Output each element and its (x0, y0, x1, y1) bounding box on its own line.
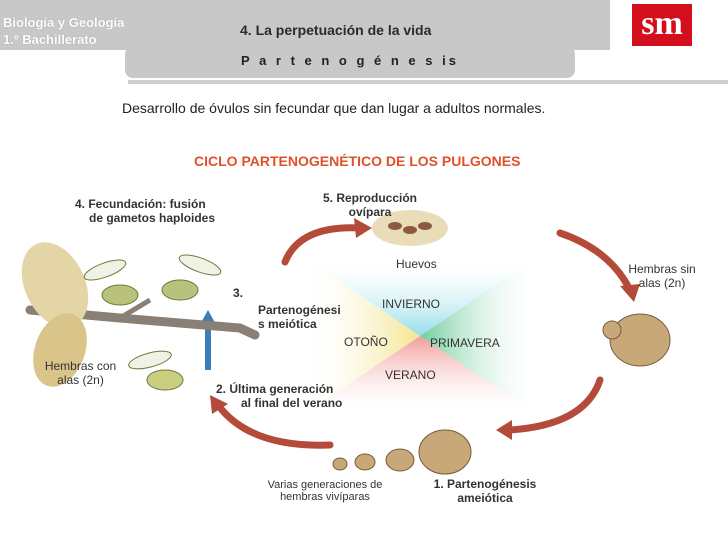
subject-label: Biología y Geología 1.º Bachillerato (3, 14, 124, 48)
season-spring: PRIMAVERA (430, 336, 500, 350)
wingless-line1: Hembras sin (628, 262, 696, 276)
aphid-winged-pair (83, 254, 222, 306)
generations-line1: Varias generaciones de (267, 479, 383, 491)
cycle-title: CICLO PARTENOGENÉTICO DE LOS PULGONES (194, 153, 521, 169)
winter-quadrant (310, 262, 530, 336)
logo-mark: sm (632, 4, 692, 46)
stage-1-label: 1. Partenogénesis ameiótica (415, 477, 555, 505)
branch-illustration (21, 242, 260, 387)
stage-2-line2: al final del verano (241, 396, 343, 410)
stage-3-line2: s meiótica (258, 317, 317, 331)
header-bar (0, 0, 728, 50)
slide-title: P a r t e n o g é n e s is (125, 46, 575, 78)
stage-4-line1: 4. Fecundación: fusión (75, 197, 206, 211)
autumn-quadrant (310, 262, 420, 410)
stage-2-line1: 2. Última generación (216, 382, 334, 396)
aphid-generations (332, 429, 472, 475)
wingless-females-label: Hembras sin alas (2n) (612, 262, 712, 290)
season-summer: VERANO (385, 368, 436, 382)
unit-title: 4. La perpetuación de la vida (240, 22, 432, 38)
divider (128, 80, 728, 84)
season-winter: INVIERNO (382, 297, 441, 311)
generations-line2: hembras vivíparas (280, 491, 370, 503)
stage-1-line1: 1. Partenogénesis (433, 477, 537, 491)
publisher-logo: sm (610, 0, 728, 50)
arrow-to-generations (506, 376, 604, 434)
intro-text: Desarrollo de óvulos sin fecundar que da… (122, 100, 546, 116)
stage-1-line2: ameiótica (457, 491, 513, 505)
generations-label: Varias generaciones de hembras vivíparas (250, 479, 400, 503)
stage-2-label: 2. Última generación al final del verano (216, 382, 342, 410)
wingless-line2: alas (2n) (638, 276, 686, 290)
winged-line1: Hembras con (44, 359, 117, 373)
aphid-wingless (602, 313, 671, 367)
arrow-to-wingless (556, 229, 634, 294)
stage-3-label: Partenogénesi s meiótica (258, 303, 341, 331)
arrow-to-winged (214, 401, 334, 449)
stage-3-number: 3. (233, 286, 244, 300)
stage-5-line1: 5. Reproducción (322, 191, 417, 205)
winged-females-label: Hembras con alas (2n) (28, 359, 133, 387)
subject-name: Biología y Geología (3, 15, 125, 30)
stage-4-line2: de gametos haploides (89, 211, 216, 225)
arrow-to-eggs-head (354, 218, 372, 238)
stage-4-label: 4. Fecundación: fusión de gametos haploi… (75, 197, 215, 225)
stage-5-label: 5. Reproducción ovípara (310, 191, 430, 219)
arrow-to-winged-head (210, 395, 228, 414)
season-autumn: OTOÑO (344, 335, 388, 349)
course-name: 1.º Bachillerato (3, 32, 97, 47)
winged-line2: alas (2n) (57, 373, 104, 387)
stage-5-line2: ovípara (348, 205, 392, 219)
stage-3-line1: Partenogénesi (258, 303, 341, 317)
arrow-to-eggs (281, 224, 364, 266)
summer-quadrant (310, 336, 530, 410)
aphid-winged-female (128, 350, 184, 391)
arrow-to-wingless-head (620, 284, 640, 302)
arrow-to-generations-head (496, 420, 512, 440)
spring-quadrant (420, 262, 530, 410)
eggs-label: Huevos (396, 257, 437, 271)
eggs-leaf (372, 210, 448, 246)
